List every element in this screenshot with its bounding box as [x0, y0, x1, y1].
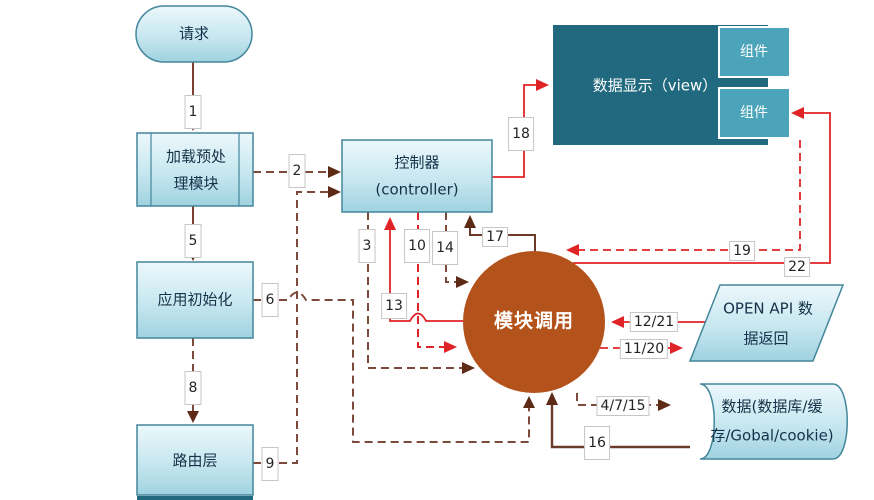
- edge-16-line: [550, 405, 690, 449]
- node-component-bottom-label: 组件: [740, 104, 768, 121]
- node-preprocess-label-line1: 加载预处: [165, 147, 227, 166]
- edge-label-3: 3: [358, 229, 376, 263]
- edge-label-2: 2: [288, 154, 306, 188]
- edge-label-10: 10: [404, 229, 430, 263]
- edge-3-line: [367, 212, 462, 369]
- node-open-api-label-line1: OPEN API 数: [723, 299, 813, 318]
- edge-19-arrowhead: [566, 244, 579, 256]
- edge-label-17: 17: [482, 227, 508, 247]
- edge-6-arrowhead: [523, 396, 535, 408]
- edge-label-13: 13: [381, 293, 407, 319]
- edge-4-7-15-arrowhead: [658, 399, 671, 411]
- node-controller-label-line2: (controller): [375, 180, 459, 199]
- edge-12-21-arrowhead: [611, 316, 624, 328]
- edge-label-16: 16: [584, 426, 610, 460]
- node-controller-shape: [341, 139, 493, 213]
- edge-14-line: [445, 212, 456, 283]
- edge-label-11-20: 11/20: [619, 339, 669, 359]
- edge-14-arrowhead: [456, 276, 469, 288]
- node-request-shape: [135, 5, 253, 63]
- edge-label-6: 6: [261, 283, 279, 317]
- edge-2-arrowhead: [328, 166, 341, 178]
- node-open-api-label-line2: 据返回: [743, 329, 789, 348]
- node-router-shape: [136, 424, 254, 496]
- edge-22-arrowhead: [791, 107, 804, 119]
- edge-11-20-arrowhead: [670, 342, 683, 354]
- edge-label-4-7-15: 4/7/15: [596, 396, 650, 416]
- edge-label-19: 19: [729, 241, 755, 261]
- node-component-top-label: 组件: [740, 43, 768, 60]
- node-init-label: 应用初始化: [157, 290, 233, 309]
- node-data-store-label-line1: 数据(数据库/缓: [721, 397, 823, 416]
- node-request-label: 请求: [178, 24, 210, 43]
- edge-9-line: [253, 191, 328, 464]
- edge-17-arrowhead: [464, 215, 476, 228]
- node-component-bottom-shape: [718, 87, 791, 139]
- edge-13-arrowhead: [384, 217, 396, 230]
- edge-19-line: [568, 140, 801, 251]
- node-view-label: 数据显示（view）: [592, 76, 718, 95]
- edge-8-arrowhead: [187, 411, 199, 423]
- node-preprocess-shape: [136, 132, 254, 207]
- node-data-store-label-line2: 存/Gobal/cookie): [710, 426, 834, 445]
- edge-9-arrowhead: [328, 186, 341, 198]
- node-module-call-label: 模块调用: [493, 310, 575, 333]
- node-component-top-shape: [718, 26, 791, 78]
- edge-22-line: [573, 112, 831, 264]
- node-preprocess-label-line2: 理模块: [173, 174, 219, 193]
- edge-10-arrowhead: [444, 341, 457, 353]
- edge-label-5: 5: [184, 224, 202, 258]
- node-open-api-shape: [688, 284, 845, 362]
- node-module-call-shape: [463, 251, 605, 393]
- edge-13-line: [389, 221, 463, 322]
- node-data-store-shape: [699, 383, 848, 460]
- edge-label-22: 22: [784, 257, 810, 277]
- edge-16-arrowhead: [546, 392, 558, 405]
- edge-3-arrowhead: [462, 362, 475, 374]
- node-controller-label-line1: 控制器: [394, 153, 440, 172]
- edge-label-18: 18: [508, 117, 534, 151]
- node-cutoff-bottom-shape: [137, 496, 253, 500]
- node-init-shape: [136, 261, 254, 339]
- edge-label-9: 9: [261, 447, 279, 481]
- node-router-label: 路由层: [172, 451, 218, 470]
- edge-18-arrowhead: [536, 79, 549, 91]
- edge-label-12-21: 12/21: [629, 312, 679, 332]
- edge-label-14: 14: [432, 231, 458, 265]
- edge-label-8: 8: [184, 371, 202, 405]
- edge-label-1: 1: [184, 95, 202, 129]
